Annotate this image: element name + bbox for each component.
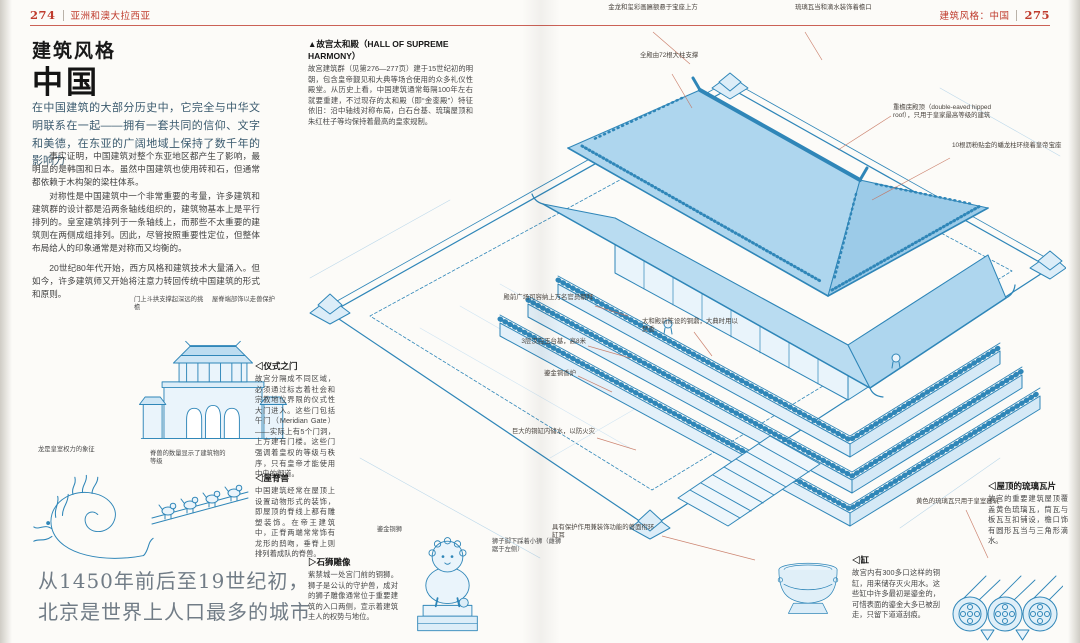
tiles-caption-text: 故宫的重要建筑屋顶覆盖黄色琉璃瓦，筒瓦与板瓦互扣铺设，檐口饰有圆形瓦当与三角形滴… <box>988 494 1068 546</box>
walking-beasts-illustration <box>151 484 249 525</box>
palace-isometric-illustration <box>309 31 1066 561</box>
callout-label-11: 黄色的琉璃瓦只用于皇室建筑 <box>916 498 1000 505</box>
lion-illustration <box>417 537 478 632</box>
vat-caption-text: 故宫内有300多口这样的铜缸，用来储存灭火用水。这些缸中许多最初是鎏金的，可惜表… <box>852 568 940 620</box>
tiles-illustration <box>952 575 1063 641</box>
header-rule <box>30 25 1050 26</box>
lion-caption: ▷石狮雕像 紫禁城一处宫门前的铜狮。狮子是公认的守护兽，成对的狮子雕像通常位于重… <box>308 556 398 623</box>
tiles-caption: ◁屋顶的琉璃瓦片 故宫的重要建筑屋顶覆盖黄色琉璃瓦，筒瓦与板瓦互扣铺设，檐口饰有… <box>988 480 1068 547</box>
callout-label-6: 殿前广场可容纳上万名官员朝拜 <box>495 294 593 302</box>
gate-caption-title: ◁仪式之门 <box>255 361 298 371</box>
intro-paragraph: 在中国建筑的大部分历史中，它完全与中华文明联系在一起——拥有一套共同的信仰、文字… <box>32 102 260 168</box>
section-title-right: 建筑风格：中国 <box>939 11 1010 22</box>
lion-label-1: 鎏金铜狮 <box>376 526 402 533</box>
main-caption-title: ▲故宫太和殿（HALL OF SUPREME HARMONY） <box>308 39 449 61</box>
tiles-caption-title: ◁屋顶的琉璃瓦片 <box>988 481 1057 491</box>
header-left: 274 亚洲和澳大拉西亚 <box>30 8 151 22</box>
ridge-label-1: 龙是皇室权力的象征 <box>38 446 95 453</box>
callout-label-2: 琉璃瓦当和滴水装饰着檐口 <box>795 4 872 11</box>
dragon-finial-illustration <box>33 474 154 559</box>
ridge-caption: ◁屋脊兽 中国建筑经常在屋顶上设置动物形式的装饰，即屋顶的脊线上都有雕塑装饰。在… <box>255 472 335 560</box>
gate-label-2: 屋脊端部饰以走兽保护 <box>212 296 275 303</box>
callout-label-1: 金龙和玺彩画匾额悬于宝座上方 <box>608 4 698 11</box>
main-caption-text: 故宫建筑群（见第276—277页）建于15世纪初的明朝，包含皇帝觐见和大典等场合… <box>308 64 473 126</box>
page-number-left: 274 <box>30 8 56 22</box>
ridge-caption-title: ◁屋脊兽 <box>255 473 290 483</box>
body-paragraph-3: 20世纪80年代开始，西方风格和建筑技术大量涌入。但如今，许多建筑师又开始将注意… <box>32 263 260 300</box>
lower-roof <box>531 193 1016 398</box>
article-kicker: 建筑风格 <box>32 41 117 62</box>
body-paragraph-2: 对称性是中国建筑中一个非常重要的考量，许多建筑和建筑群的设计都是沿两条轴线组织的… <box>32 191 260 254</box>
header-right: 建筑风格：中国 275 <box>939 8 1050 22</box>
article-title: 中国 <box>32 65 100 100</box>
page-edge-right <box>1068 0 1080 643</box>
header-divider-right <box>1016 9 1018 21</box>
gate-caption-text: 故宫分隔成不同区域，必须通过标志着社会和宗教地位界限的仪式性大门进入。这些门包括… <box>255 374 335 479</box>
gate-caption: ◁仪式之门 故宫分隔成不同区域，必须通过标志着社会和宗教地位界限的仪式性大门进入… <box>255 360 335 480</box>
leader-lines <box>577 31 989 561</box>
callout-label-7: 3层汉白玉台基，高8米 <box>498 338 586 346</box>
callout-label-8: 鎏金铜香炉 <box>544 370 576 377</box>
page-edge-left <box>0 0 12 643</box>
gate-label-1: 门上斗拱支撑起深远的挑檐 <box>134 296 204 312</box>
callout-label-12: 具有保护作用兼装饰功能的兽面衔环缸耳 <box>552 524 655 540</box>
page-number-right: 275 <box>1024 8 1050 22</box>
gate-illustration <box>138 340 288 439</box>
vat-caption: ◁缸 故宫内有300多口这样的铜缸，用来储存灭火用水。这些缸中许多最初是鎏金的，… <box>852 554 940 621</box>
section-title-left: 亚洲和澳大拉西亚 <box>70 11 151 22</box>
callout-label-3: 全殿由72根大柱支撑 <box>640 52 699 59</box>
body-paragraph-1: 事实证明，中国建筑对整个东亚地区都产生了影响，最明显的是韩国和日本。虽然中国建筑… <box>32 151 260 188</box>
lion-label-2: 狮子脚下踩着小狮（雌狮踞于左侧） <box>492 538 561 554</box>
grand-staircase <box>677 435 821 527</box>
terrace-ornaments <box>663 319 901 369</box>
gutter-shadow <box>522 0 560 643</box>
callout-label-9: 太和殿前陈设的铜鼎，大典时用以焚香 <box>642 318 738 334</box>
ridge-label-2: 脊兽的数量显示了建筑物的等级 <box>150 450 226 466</box>
callout-label-10: 巨大的铜缸内储水，以防火灾 <box>500 428 595 436</box>
header-divider <box>62 9 64 21</box>
lion-caption-text: 紫禁城一处宫门前的铜狮。狮子是公认的守护兽，成对的狮子雕像通常位于重要建筑的入口… <box>308 570 398 622</box>
vat-illustration <box>777 562 839 614</box>
pull-quote: 从1450年前后至19世纪初，北京是世界上人口最多的城市 <box>38 569 311 624</box>
vat-caption-title: ◁缸 <box>852 555 870 565</box>
guide-lines <box>309 87 1061 559</box>
lion-caption-title: ▷石狮雕像 <box>308 557 351 567</box>
main-caption: ▲故宫太和殿（HALL OF SUPREME HARMONY） 故宫建筑群（见第… <box>308 38 473 127</box>
callout-label-5: 10根沥粉贴金的蟠龙柱环绕着皇帝宝座 <box>952 142 1062 149</box>
callout-label-4: 重檐庑殿顶（double-eaved hipped roof），只用于皇家最高等… <box>893 104 992 120</box>
corner-towers <box>309 72 1066 540</box>
upper-roof <box>567 76 989 297</box>
ridge-caption-text: 中国建筑经常在屋顶上设置动物形式的装饰，即屋顶的脊线上都有雕塑装饰。在帝王建筑中… <box>255 486 335 559</box>
